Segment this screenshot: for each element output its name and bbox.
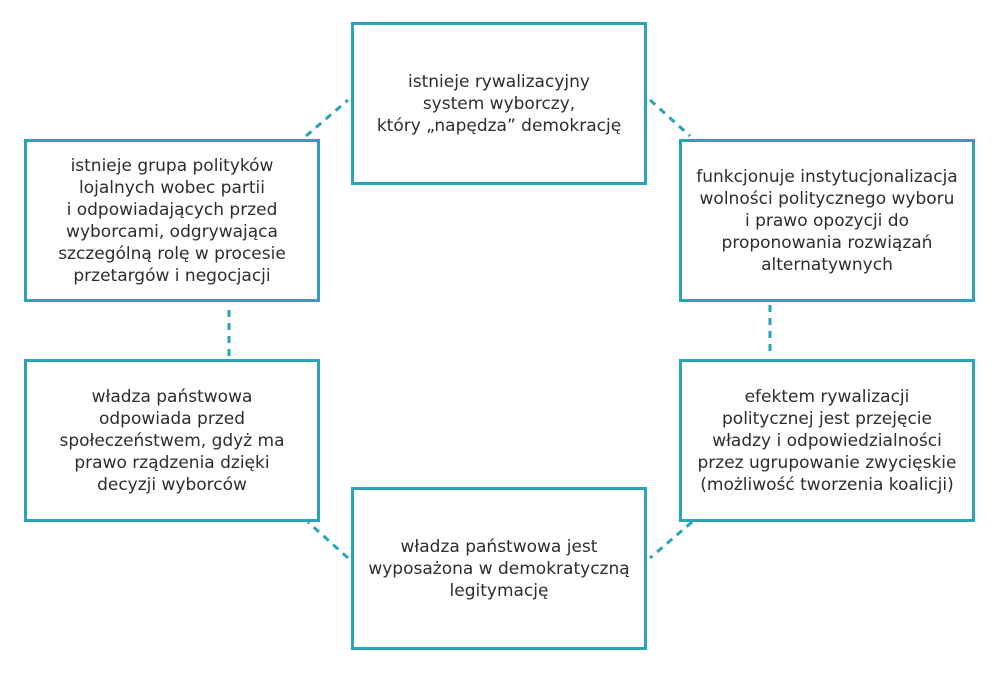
- box-institutionalized-political-choice: funkcjonuje instytucjonalizacja wolności…: [679, 139, 975, 302]
- box-text: władza państwowa jest wyposażona w demok…: [368, 536, 630, 601]
- box-accountability-to-society: władza państwowa odpowiada przed społecz…: [24, 359, 320, 522]
- connector-left-upper-to-top: [305, 98, 349, 138]
- box-democratic-legitimacy: władza państwowa jest wyposażona w demok…: [351, 487, 647, 650]
- connector-right-lower-to-bottom: [649, 520, 693, 560]
- connector-top-to-right-upper: [648, 98, 692, 138]
- box-text: istnieje rywalizacyjny system wyborczy, …: [376, 71, 622, 136]
- box-text: władza państwowa odpowiada przed społecz…: [59, 386, 285, 495]
- box-power-takeover-by-winner: efektem rywalizacji politycznej jest prz…: [679, 359, 975, 522]
- box-loyal-politicians-group: istnieje grupa polityków lojalnych wobec…: [24, 139, 320, 302]
- connector-bottom-to-left-lower: [306, 520, 350, 560]
- box-text: istnieje grupa polityków lojalnych wobec…: [58, 155, 286, 286]
- box-text: funkcjonuje instytucjonalizacja wolności…: [696, 166, 958, 275]
- box-text: efektem rywalizacji politycznej jest prz…: [697, 386, 957, 495]
- box-competitive-electoral-system: istnieje rywalizacyjny system wyborczy, …: [351, 22, 647, 185]
